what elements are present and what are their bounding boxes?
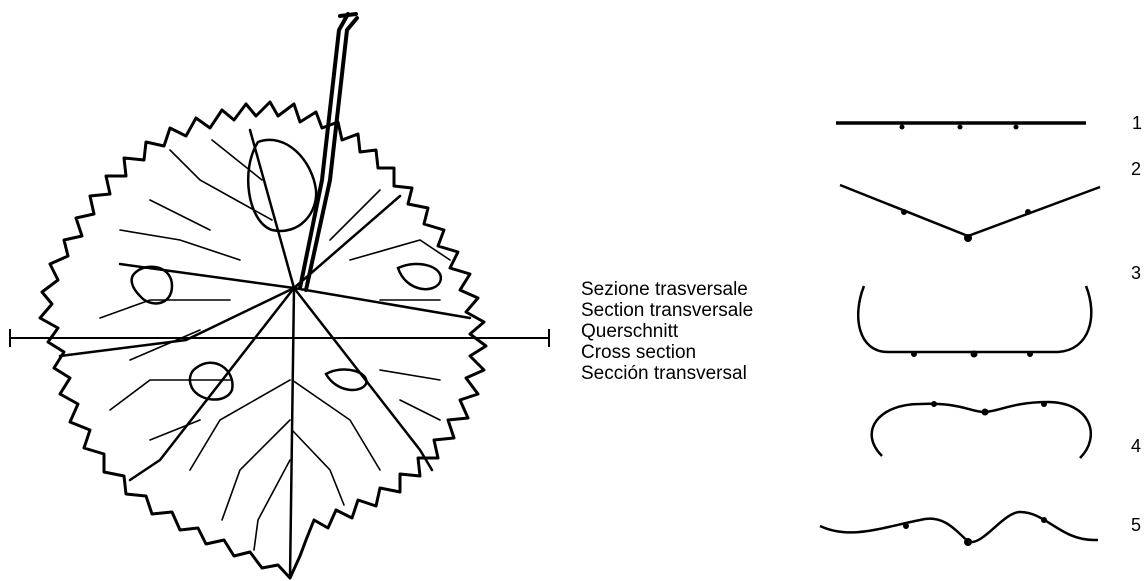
profile-3-upturned [858, 286, 1091, 358]
profile-number-2: 2 [1131, 159, 1141, 180]
profile-number-5: 5 [1131, 515, 1141, 536]
profile-1-flat [836, 123, 1086, 130]
cross-section-line [10, 329, 549, 347]
profile-number-3: 3 [1131, 263, 1141, 284]
profile-number-4: 4 [1131, 436, 1141, 457]
profile-4-downturned [872, 401, 1091, 458]
label-italian: Sezione trasversale [581, 279, 753, 300]
profile-5-undulating [820, 512, 1098, 546]
label-spanish: Sección transversal [581, 363, 753, 384]
cross-section-label: Sezione trasversale Section transversale… [581, 279, 753, 384]
label-german: Querschnitt [581, 321, 753, 342]
label-french: Section transversale [581, 300, 753, 321]
profile-number-1: 1 [1132, 113, 1142, 134]
leaf-petiole [300, 14, 357, 290]
label-english: Cross section [581, 342, 753, 363]
profile-2-v-shaped [840, 185, 1100, 242]
